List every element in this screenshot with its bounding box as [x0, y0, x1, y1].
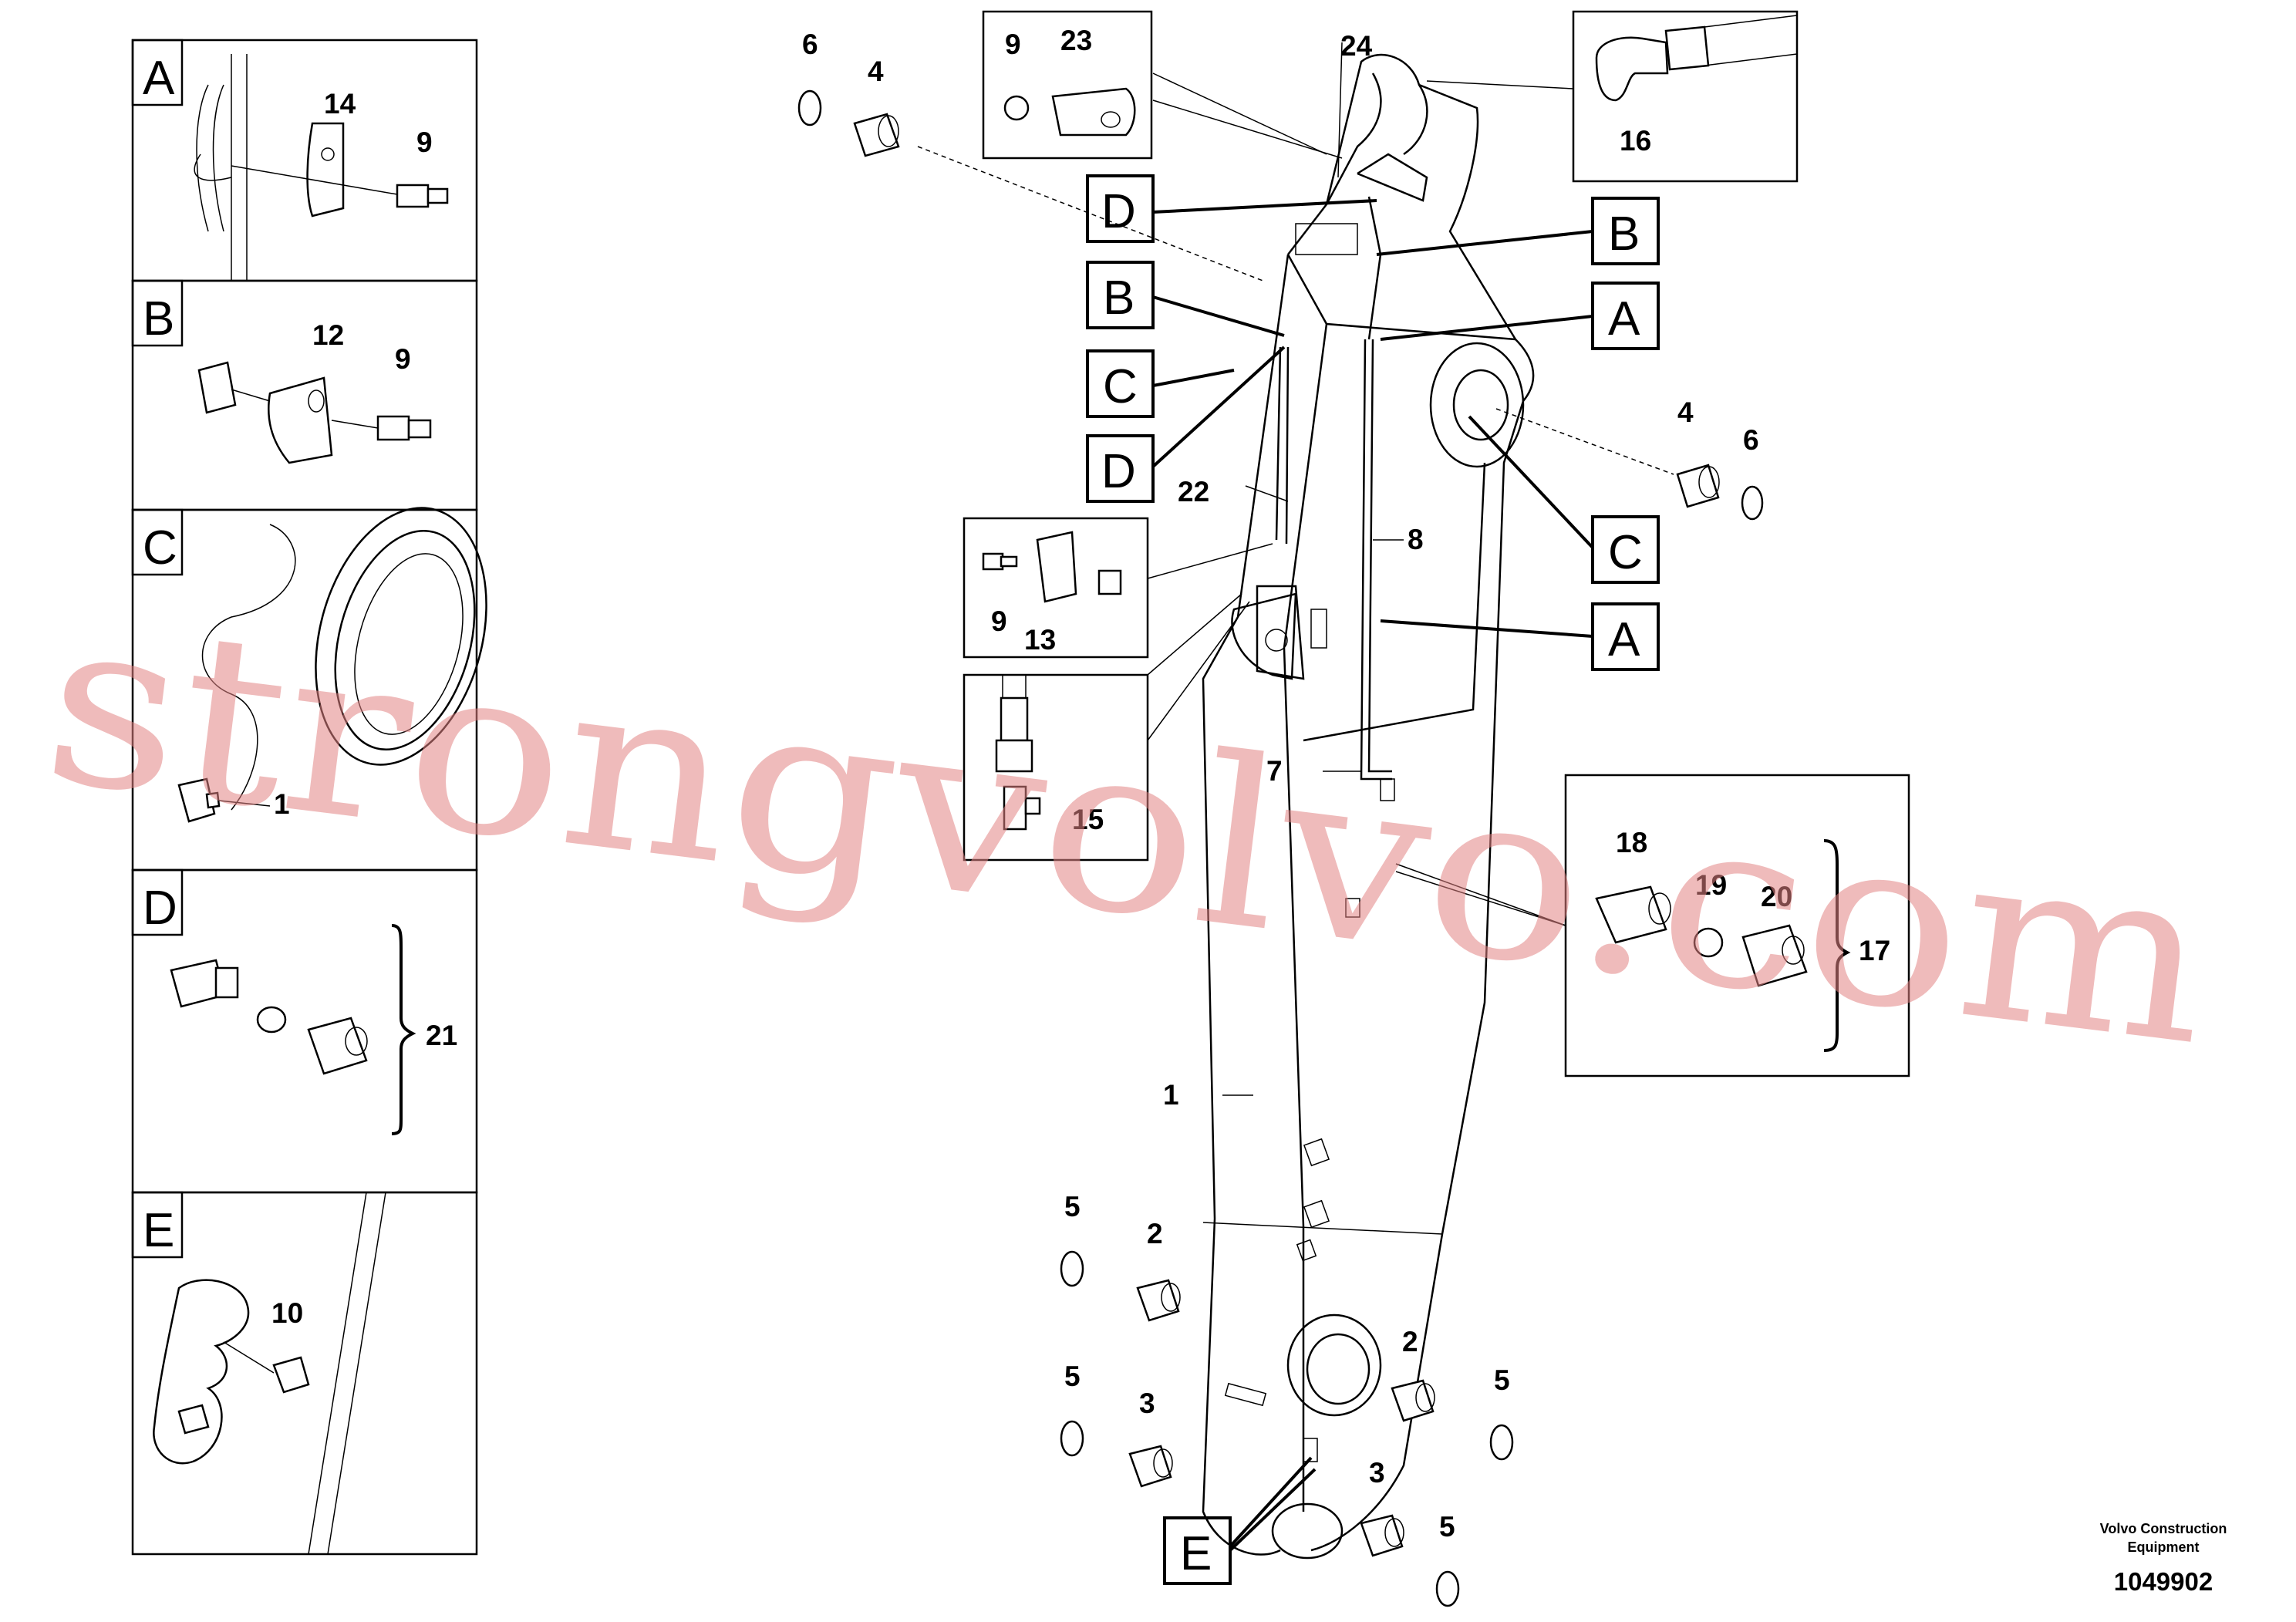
inset-mid-label-13: 13: [1024, 624, 1056, 656]
loose-parts: [797, 89, 1764, 1607]
part-8: 8: [1408, 524, 1424, 555]
detail-panel-b: B 12 9: [131, 279, 478, 511]
part-5-c: 5: [1494, 1364, 1510, 1396]
leader-lines: [917, 42, 1674, 1096]
callout-d-top: D: [1101, 185, 1136, 238]
part-7: 7: [1266, 755, 1283, 787]
part-6-top: 6: [802, 29, 818, 60]
inset-right-label-18: 18: [1616, 827, 1647, 858]
part-5-b: 5: [1064, 1361, 1081, 1392]
inset-right-label-19: 19: [1695, 869, 1727, 901]
inset-top-label-23: 23: [1060, 25, 1092, 56]
callout-d-left: D: [1101, 445, 1136, 498]
part-3-b: 3: [1369, 1457, 1385, 1489]
inset-top-right-label-16: 16: [1620, 125, 1651, 157]
inset-right: 18 19 20 17: [1564, 774, 1910, 1077]
brand-line-1: Volvo Construction: [2100, 1521, 2227, 1536]
detail-panel-a: A 14 9: [131, 39, 478, 282]
part-3-a: 3: [1139, 1388, 1155, 1419]
inset-right-label-17: 17: [1859, 935, 1890, 966]
inset-top-small: 9 23: [982, 10, 1153, 160]
panel-letter-e: E: [143, 1204, 174, 1257]
callout-e-bottom: E: [1180, 1527, 1212, 1580]
panel-c-label-1: 1: [274, 788, 290, 820]
part-6-right: 6: [1743, 424, 1759, 456]
detail-panel-e: E 10: [131, 1191, 478, 1556]
callout-b-left: B: [1103, 271, 1135, 325]
panel-d-label-21: 21: [426, 1020, 457, 1051]
footer: Volvo Construction Equipment 1049902: [2100, 1521, 2227, 1596]
part-2-a: 2: [1147, 1218, 1163, 1249]
panel-a-label-9: 9: [416, 126, 433, 158]
panel-a-label-14: 14: [324, 88, 356, 120]
part-24: 24: [1340, 30, 1373, 62]
brand-line-2: Equipment: [2128, 1539, 2200, 1555]
callout-a-right-top: A: [1608, 292, 1640, 346]
inset-right-label-20: 20: [1761, 881, 1792, 912]
part-22: 22: [1178, 476, 1209, 508]
inset-fitting: 15: [963, 673, 1149, 862]
part-4-right: 4: [1677, 396, 1694, 428]
part-5-d: 5: [1439, 1511, 1455, 1543]
detail-panel-c: C 1: [131, 507, 487, 872]
panel-letter-c: C: [143, 521, 177, 575]
part-2-b: 2: [1402, 1326, 1418, 1357]
boom-drawing: [1202, 53, 1535, 1560]
panel-letter-d: D: [143, 882, 177, 935]
inset-mid-left: 9 13: [963, 517, 1149, 659]
part-5-a: 5: [1064, 1191, 1081, 1222]
part-4-top: 4: [868, 56, 884, 87]
inset-mid-label-9: 9: [991, 605, 1007, 637]
inset-fitting-label-15: 15: [1072, 804, 1104, 835]
panel-b-label-12: 12: [312, 319, 344, 351]
inset-top-right: 16: [1572, 10, 1799, 183]
part-numbers: 6 4 24 22 8 7 4 6 1 5 2 5 3 2 5 3 5: [802, 29, 1759, 1543]
callout-a-right-bottom: A: [1608, 613, 1640, 666]
panel-letter-b: B: [143, 292, 174, 346]
watermark: strongvolvo.com: [32, 565, 2224, 1097]
panel-b-label-9: 9: [395, 343, 411, 375]
detail-panel-d: D 21: [131, 868, 478, 1194]
inset-top-label-9: 9: [1005, 29, 1021, 60]
callouts: D B C D B A C A E: [1086, 174, 1660, 1585]
callout-c-right: C: [1608, 526, 1643, 579]
panel-e-label-10: 10: [271, 1297, 303, 1329]
callout-b-right: B: [1608, 207, 1640, 261]
callout-c-left: C: [1103, 360, 1138, 413]
part-1: 1: [1163, 1079, 1179, 1111]
drawing-number: 1049902: [2114, 1567, 2213, 1596]
panel-letter-a: A: [143, 52, 175, 105]
